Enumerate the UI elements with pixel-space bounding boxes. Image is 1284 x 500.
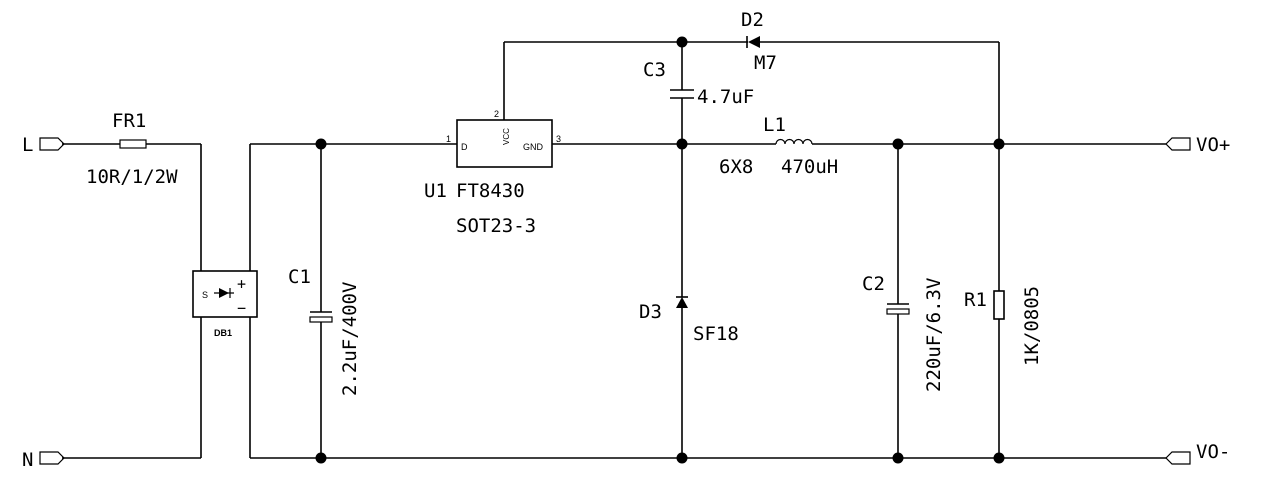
r1-ref: R1 bbox=[964, 289, 987, 311]
terminal-l: L bbox=[22, 134, 65, 156]
db1-pin-minus: − bbox=[237, 299, 246, 317]
u1-package: SOT23-3 bbox=[456, 215, 536, 237]
u1-pin1-name: D bbox=[461, 142, 468, 152]
terminal-vo-neg-symbol bbox=[1165, 451, 1191, 465]
c2-ref: C2 bbox=[862, 273, 885, 295]
terminal-l-symbol bbox=[39, 137, 65, 151]
capacitor-c2: C2 220uF/6.3V bbox=[862, 273, 945, 392]
bridge-rectifier-db1: S + − DB1 bbox=[192, 270, 258, 338]
l1-value: 470uH bbox=[781, 156, 838, 178]
c3-ref: C3 bbox=[643, 59, 666, 81]
diode-d3: D3 SF18 bbox=[639, 296, 739, 345]
ic-u1-body bbox=[456, 119, 553, 168]
u1-pin1-number: 1 bbox=[446, 134, 451, 144]
resistor-r1-symbol bbox=[993, 290, 1005, 320]
l1-ref: L1 bbox=[763, 114, 786, 136]
d2-value: M7 bbox=[754, 52, 777, 74]
u1-pin2-name: VCC bbox=[502, 128, 511, 145]
terminal-vo-pos-symbol bbox=[1165, 137, 1191, 151]
fr1-value: 10R/1/2W bbox=[86, 166, 178, 188]
wires bbox=[62, 41, 1166, 459]
resistor-r1: R1 1K/0805 bbox=[964, 286, 1043, 366]
capacitor-c1: C1 2.2uF/400V bbox=[288, 266, 361, 396]
db1-ref: DB1 bbox=[214, 328, 232, 338]
u1-pin3-number: 3 bbox=[556, 134, 561, 144]
terminal-n-label: N bbox=[22, 449, 33, 471]
terminal-n-symbol bbox=[39, 451, 65, 465]
c2-value: 220uF/6.3V bbox=[923, 278, 945, 392]
capacitor-c2-plate-bottom bbox=[886, 308, 910, 315]
db1-pin-plus: + bbox=[237, 275, 246, 293]
c1-ref: C1 bbox=[288, 266, 311, 288]
terminal-vo-pos-label: VO+ bbox=[1196, 134, 1230, 156]
u1-ref: U1 bbox=[424, 180, 447, 202]
inductor-l1: L1 6X8 470uH bbox=[719, 114, 838, 178]
fr1-ref: FR1 bbox=[112, 110, 146, 132]
terminal-vo-pos: VO+ bbox=[1165, 134, 1230, 156]
inductor-l1-coil bbox=[775, 138, 813, 145]
c3-value: 4.7uF bbox=[697, 86, 754, 108]
l1-size: 6X8 bbox=[719, 156, 753, 178]
terminal-l-label: L bbox=[22, 134, 33, 156]
db1-pin-s: S bbox=[202, 290, 208, 300]
terminal-vo-neg: VO- bbox=[1165, 441, 1230, 465]
d3-value: SF18 bbox=[693, 323, 739, 345]
fuse-resistor-fr1-symbol bbox=[119, 139, 147, 149]
bridge-rectifier-db1-box bbox=[192, 270, 258, 318]
diode-d2: D2 M7 bbox=[741, 9, 777, 74]
d2-ref: D2 bbox=[741, 9, 764, 31]
u1-part: FT8430 bbox=[456, 180, 525, 202]
capacitor-c1-plate-bottom bbox=[309, 316, 333, 323]
junction-dots bbox=[315, 36, 1005, 464]
ic-u1: 1 D 2 VCC 3 GND U1 FT8430 SOT23-3 bbox=[424, 109, 561, 237]
diode-d2-symbol bbox=[748, 36, 760, 48]
terminal-n: N bbox=[22, 449, 65, 471]
d3-ref: D3 bbox=[639, 301, 662, 323]
u1-pin3-name: GND bbox=[523, 142, 544, 152]
r1-value: 1K/0805 bbox=[1021, 286, 1043, 366]
capacitor-c3: C3 4.7uF bbox=[643, 59, 754, 108]
u1-pin2-number: 2 bbox=[494, 109, 499, 119]
fuse-resistor-fr1: FR1 10R/1/2W bbox=[86, 110, 178, 188]
c1-value: 2.2uF/400V bbox=[339, 282, 361, 396]
terminal-vo-neg-label: VO- bbox=[1196, 441, 1230, 463]
diode-d3-symbol bbox=[676, 297, 688, 308]
